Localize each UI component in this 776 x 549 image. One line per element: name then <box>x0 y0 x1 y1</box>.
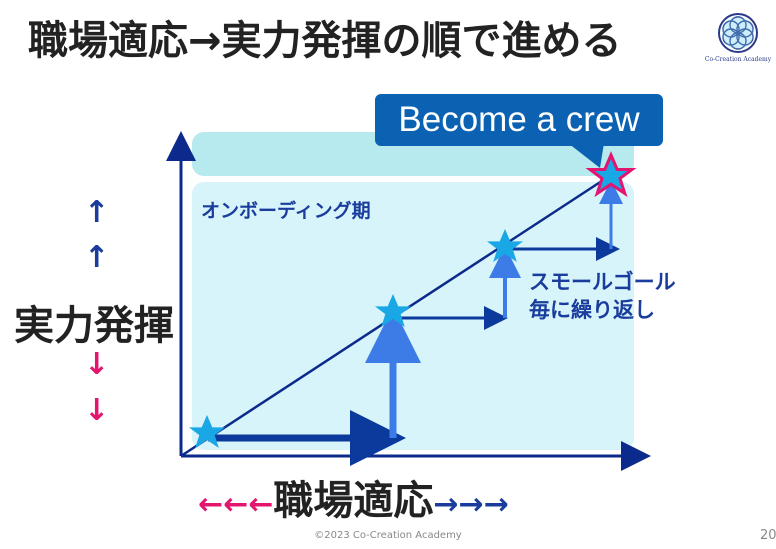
down-arrow-icon: ↓ <box>84 393 110 428</box>
flower-logo-icon <box>718 13 758 53</box>
small-goal-line2: 毎に繰り返し <box>529 298 655 322</box>
small-goal-line1: スモールゴール <box>529 270 676 294</box>
right-arrows-icon: →→→ <box>433 487 509 522</box>
become-a-crew-callout: Become a crew <box>375 94 663 146</box>
up-arrow-icon: ↑ <box>84 240 110 275</box>
star-2-icon <box>375 294 411 327</box>
logo-text: Co-Creation Academy <box>704 56 772 63</box>
up-arrow-icon: ↑ <box>84 195 110 230</box>
small-goal-label: スモールゴール 毎に繰り返し <box>529 268 676 324</box>
page-number: 20 <box>760 528 776 543</box>
final-star-icon <box>585 151 637 198</box>
onboarding-label: オンボーディング期 <box>201 200 371 222</box>
left-arrows-icon: ←←← <box>198 487 274 522</box>
footer-copyright: ©2023 Co-Creation Academy <box>314 530 462 541</box>
x-axis-label-row: ←←←職場適応→→→ <box>198 468 509 526</box>
star-3-icon <box>487 229 523 262</box>
callout-text: Become a crew <box>398 100 640 139</box>
logo: Co-Creation Academy <box>702 10 774 70</box>
down-arrow-icon: ↓ <box>84 347 110 382</box>
callout-pointer <box>568 143 604 168</box>
slide-title: 職場適応→実力発揮の順で進める <box>28 18 622 64</box>
star-1-icon <box>189 415 225 448</box>
y-axis-label: 実力発揮 <box>14 303 174 349</box>
x-axis-label: 職場適応 <box>273 478 434 524</box>
